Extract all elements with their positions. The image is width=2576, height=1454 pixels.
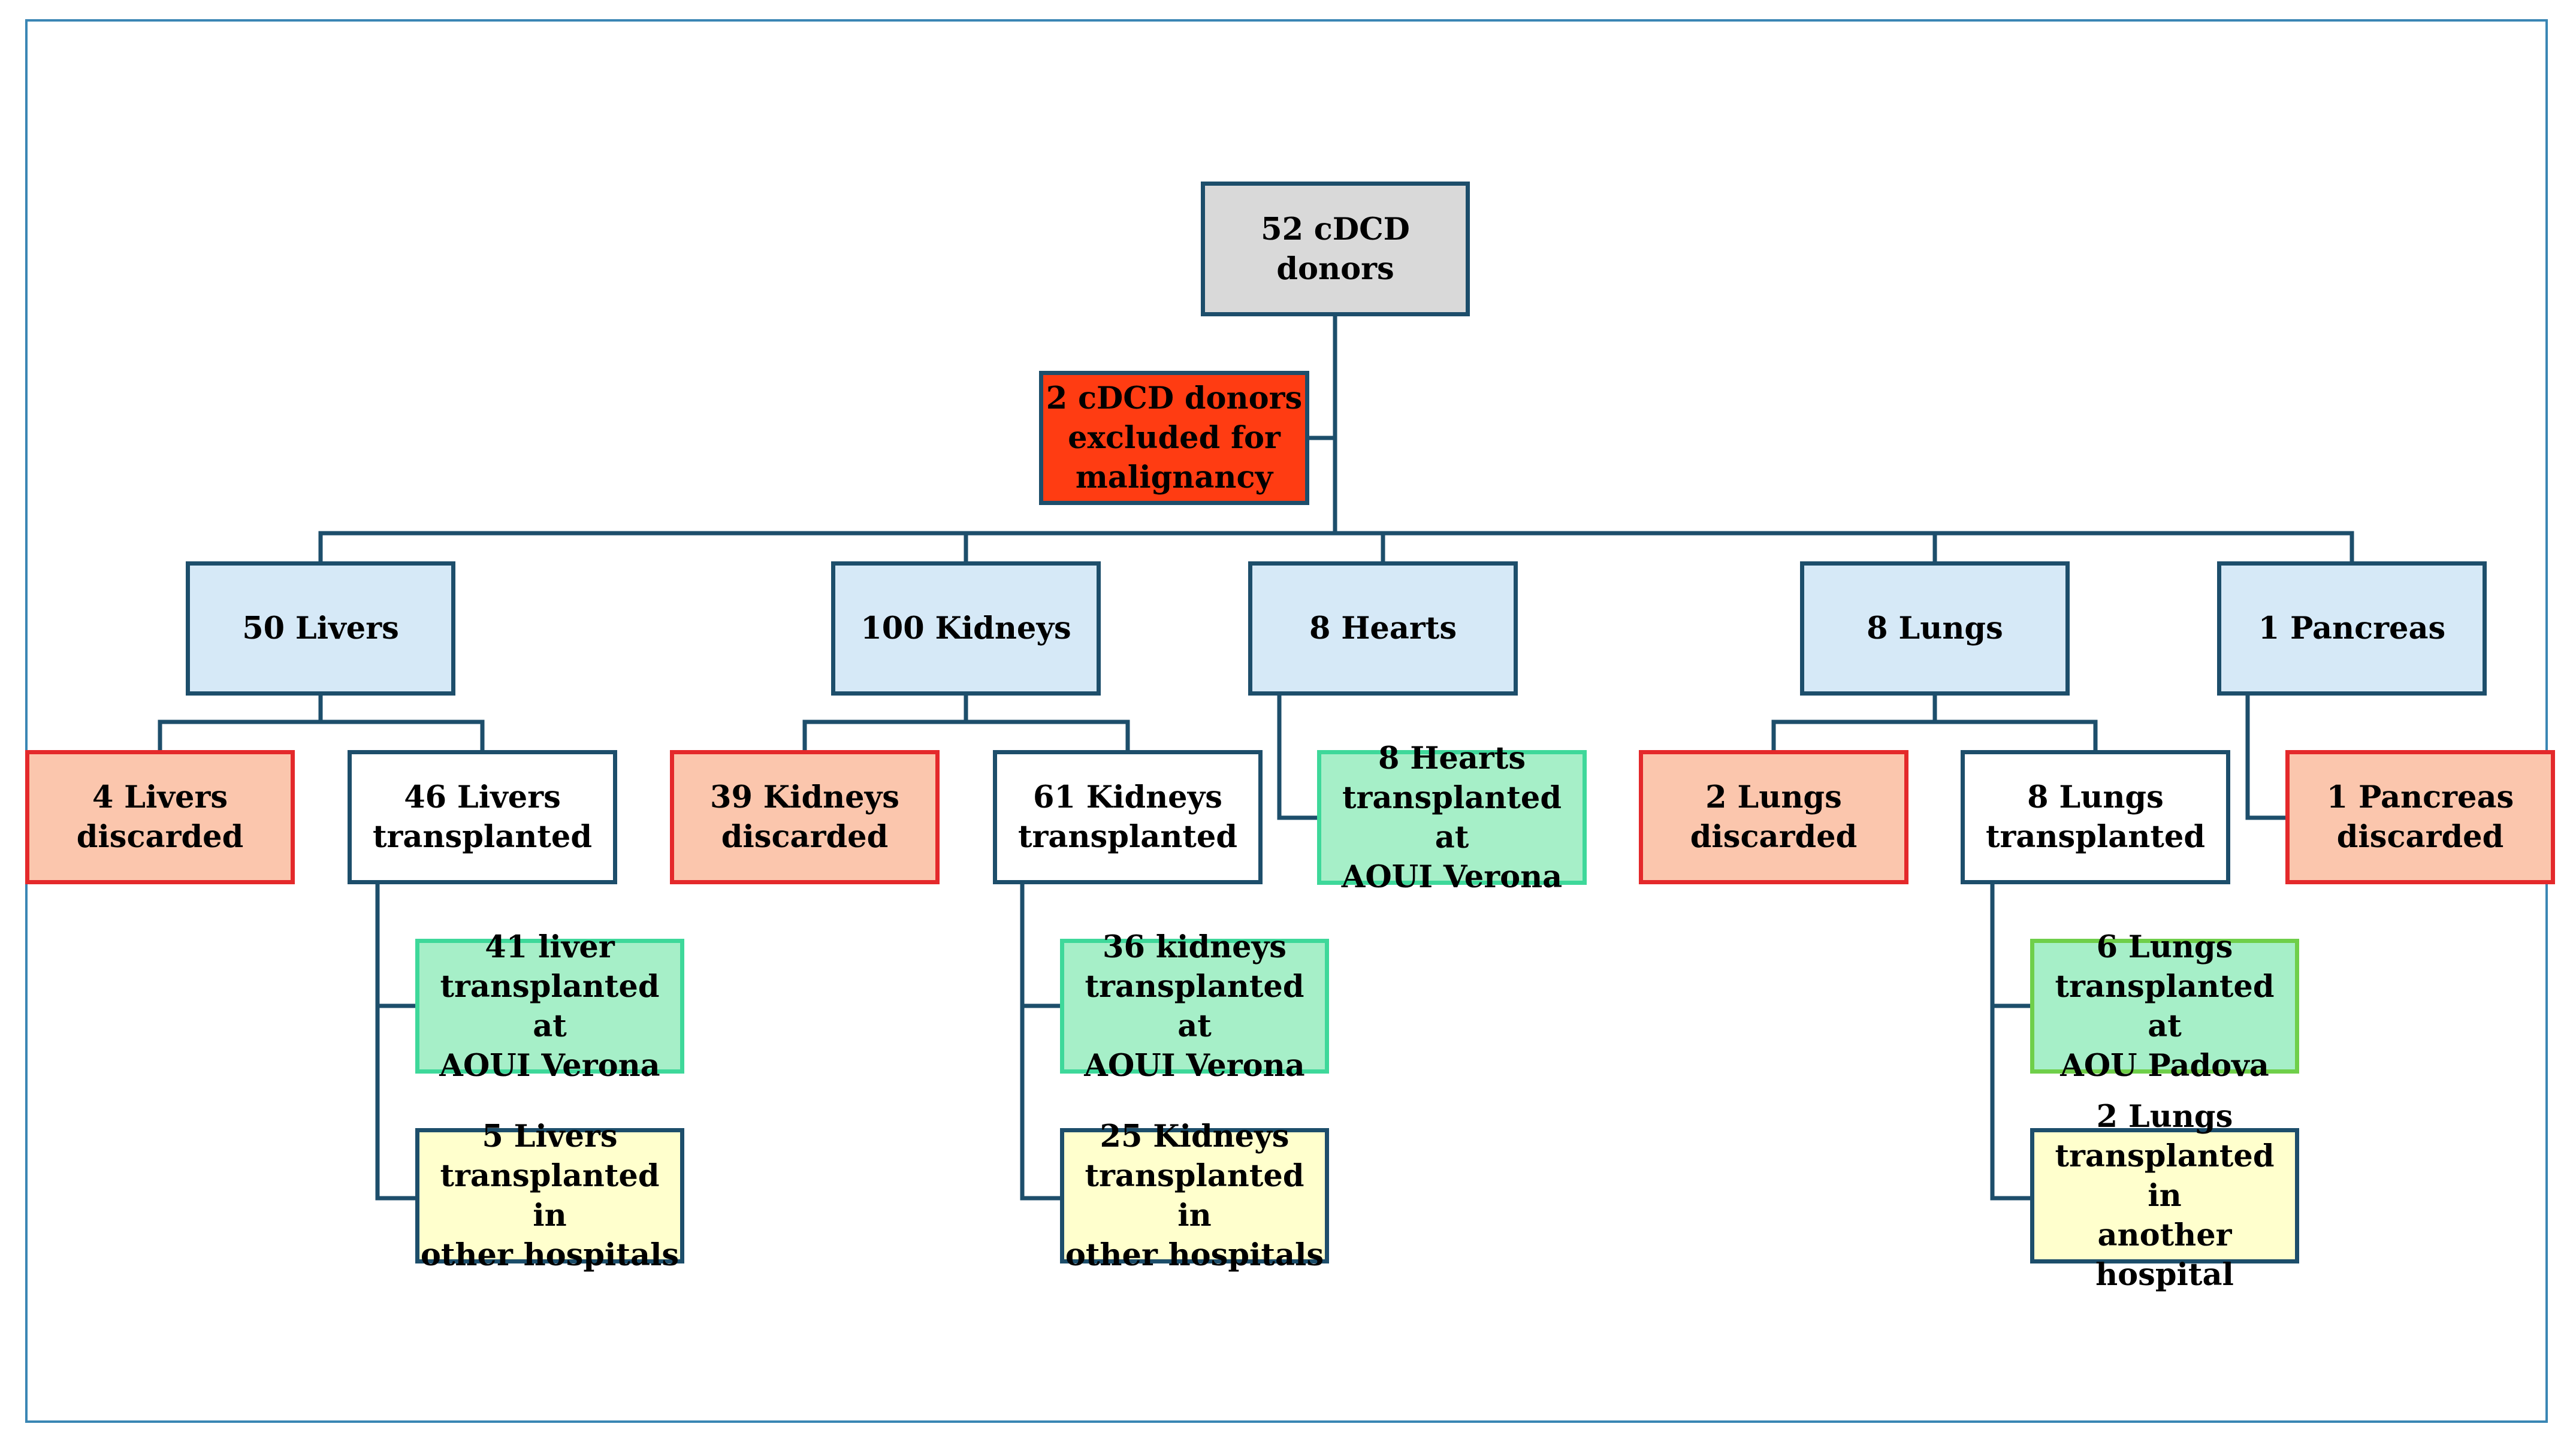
kidneys-local-node: 36 kidneys transplanted at AOUI Verona (1060, 929, 1329, 1084)
connector-kidneys-sub (1020, 881, 1062, 1201)
organ-livers-node: 50 Livers (186, 561, 455, 696)
livers-discarded-label: 4 Livers discarded (76, 779, 244, 855)
lungs-local-label: 6 Lungs transplanted at AOU Padova (2055, 929, 2275, 1084)
kidneys-other-label: 25 Kidneys transplanted in other hospita… (1065, 1119, 1324, 1273)
kidneys-transplanted-node: 61 Kidneys transplanted (993, 750, 1263, 884)
connector-hearts-sub (1277, 693, 1319, 820)
pancreas-discarded-label: 1 Pancreas discarded (2326, 779, 2514, 855)
hearts-local-label: 8 Hearts transplanted at AOUI Verona (1341, 740, 1563, 895)
lungs-discarded-node: 2 Lungs discarded (1639, 750, 1908, 884)
organ-pancreas-label: 1 Pancreas (2258, 610, 2446, 646)
kidneys-discarded-label: 39 Kidneys discarded (710, 779, 899, 855)
lungs-transplanted-node: 8 Lungs transplanted (1961, 750, 2230, 884)
livers-other-node: 5 Livers transplanted in other hospitals (415, 1119, 684, 1273)
livers-other-label: 5 Livers transplanted in other hospitals (420, 1119, 680, 1273)
excluded-node: 2 cDCD donors excluded for malignancy (1039, 371, 1309, 505)
connector-kidneys-split (802, 693, 1130, 752)
diagram-frame (25, 19, 2548, 1423)
organ-hearts-node: 8 Hearts (1248, 561, 1518, 696)
connector-lungs-split (1771, 693, 2098, 752)
livers-transplanted-label: 46 Livers transplanted (372, 779, 593, 855)
organ-hearts-label: 8 Hearts (1309, 610, 1457, 646)
kidneys-other-node: 25 Kidneys transplanted in other hospita… (1060, 1119, 1329, 1273)
organ-lungs-node: 8 Lungs (1800, 561, 2070, 696)
livers-transplanted-node: 46 Livers transplanted (348, 750, 617, 884)
connector-pancreas-sub (2245, 693, 2288, 820)
organ-livers-label: 50 Livers (242, 610, 399, 646)
connector-livers-split (158, 693, 485, 752)
kidneys-transplanted-label: 61 Kidneys transplanted (1017, 779, 1238, 855)
livers-local-label: 41 liver transplanted at AOUI Verona (439, 929, 660, 1084)
organ-pancreas-node: 1 Pancreas (2217, 561, 2487, 696)
organ-kidneys-label: 100 Kidneys (860, 610, 1071, 646)
lungs-transplanted-label: 8 Lungs transplanted (1985, 779, 2206, 855)
hearts-local-node: 8 Hearts transplanted at AOUI Verona (1317, 740, 1587, 895)
lungs-discarded-label: 2 Lungs discarded (1690, 779, 1858, 855)
lungs-local-node: 6 Lungs transplanted at AOU Padova (2030, 929, 2299, 1084)
organ-kidneys-node: 100 Kidneys (831, 561, 1101, 696)
excluded-label: 2 cDCD donors excluded for malignancy (1046, 380, 1303, 495)
lungs-other-label: 2 Lungs transplanted in another hospital (2055, 1099, 2275, 1293)
pancreas-discarded-node: 1 Pancreas discarded (2285, 750, 2555, 884)
kidneys-local-label: 36 kidneys transplanted at AOUI Verona (1084, 929, 1305, 1084)
connector-livers-sub (375, 881, 418, 1201)
livers-local-node: 41 liver transplanted at AOUI Verona (415, 929, 684, 1084)
kidneys-discarded-node: 39 Kidneys discarded (670, 750, 940, 884)
connector-lungs-sub (1990, 881, 2033, 1201)
root-node: 52 cDCD donors (1201, 182, 1470, 316)
root-label: 52 cDCD donors (1261, 211, 1410, 287)
livers-discarded-node: 4 Livers discarded (25, 750, 295, 884)
organ-lungs-label: 8 Lungs (1867, 610, 2003, 646)
lungs-other-node: 2 Lungs transplanted in another hospital (2030, 1099, 2299, 1293)
